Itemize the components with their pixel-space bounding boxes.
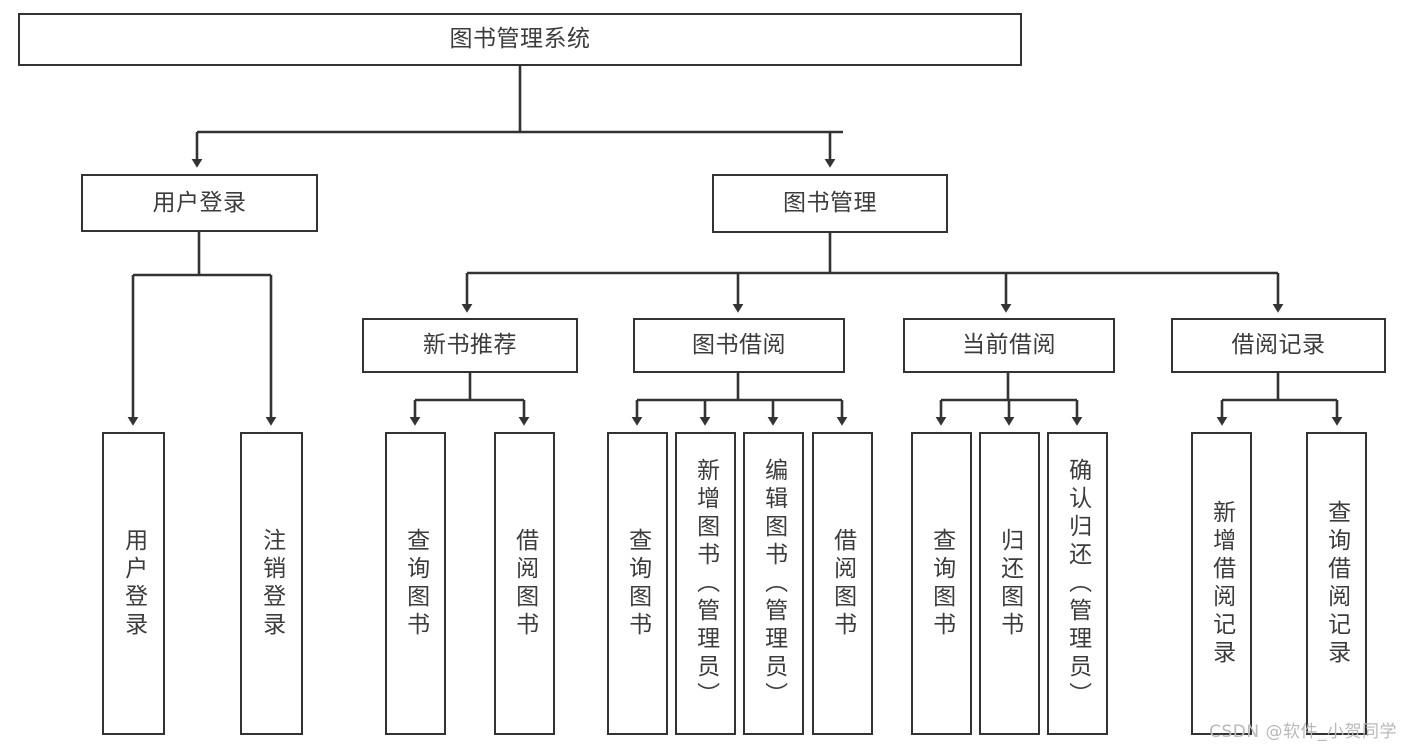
node-label: 查询借阅记录 xyxy=(1323,499,1350,668)
node-label: 新增借阅记录 xyxy=(1208,499,1235,668)
node-label: 确认归还（管理员） xyxy=(1064,457,1091,710)
node-leaf-query-books-recommendation[interactable]: 查询图书 xyxy=(385,432,446,735)
node-leaf-borrow-books-recommendation[interactable]: 借阅图书 xyxy=(494,432,555,735)
node-leaf-query-borrow-record[interactable]: 查询借阅记录 xyxy=(1306,432,1367,735)
node-label: 当前借阅 xyxy=(962,332,1056,359)
csdn-watermark: CSDN @软件_小贺同学 xyxy=(1209,722,1397,742)
node-label: 用户登录 xyxy=(152,189,247,216)
node-label: 注销登录 xyxy=(258,527,285,640)
node-leaf-confirm-return-admin[interactable]: 确认归还（管理员） xyxy=(1047,432,1108,735)
node-root-book-management-system[interactable]: 图书管理系统 xyxy=(18,13,1022,66)
node-book-borrowing[interactable]: 图书借阅 xyxy=(633,318,845,373)
node-book-management[interactable]: 图书管理 xyxy=(712,174,948,233)
node-borrowing-records[interactable]: 借阅记录 xyxy=(1171,318,1386,373)
node-leaf-query-books-current[interactable]: 查询图书 xyxy=(911,432,972,735)
node-current-borrowing[interactable]: 当前借阅 xyxy=(903,318,1115,373)
node-user-login[interactable]: 用户登录 xyxy=(81,174,318,232)
node-label: 查询图书 xyxy=(402,527,429,640)
node-label: 借阅图书 xyxy=(829,527,856,640)
node-label: 查询图书 xyxy=(624,527,651,640)
node-label: 借阅记录 xyxy=(1231,332,1326,359)
node-leaf-borrow-books-borrowing[interactable]: 借阅图书 xyxy=(812,432,873,735)
node-label: 新书推荐 xyxy=(423,332,517,359)
node-leaf-add-book-admin[interactable]: 新增图书（管理员） xyxy=(675,432,736,735)
node-leaf-query-books-borrowing[interactable]: 查询图书 xyxy=(607,432,668,735)
node-label: 借阅图书 xyxy=(511,527,538,640)
node-leaf-add-borrow-record[interactable]: 新增借阅记录 xyxy=(1191,432,1252,735)
node-leaf-user-login[interactable]: 用户登录 xyxy=(102,432,165,735)
node-label: 用户登录 xyxy=(120,527,147,640)
node-label: 查询图书 xyxy=(928,527,955,640)
node-label: 归还图书 xyxy=(996,527,1023,640)
node-label: 图书管理 xyxy=(783,190,877,217)
node-new-book-recommendation[interactable]: 新书推荐 xyxy=(362,318,578,373)
node-leaf-logout[interactable]: 注销登录 xyxy=(240,432,303,735)
node-label: 编辑图书（管理员） xyxy=(760,457,787,710)
node-label: 图书借阅 xyxy=(692,332,786,359)
node-leaf-edit-book-admin[interactable]: 编辑图书（管理员） xyxy=(743,432,804,735)
node-label: 新增图书（管理员） xyxy=(692,457,719,710)
node-label: 图书管理系统 xyxy=(449,26,591,53)
node-leaf-return-books[interactable]: 归还图书 xyxy=(979,432,1040,735)
